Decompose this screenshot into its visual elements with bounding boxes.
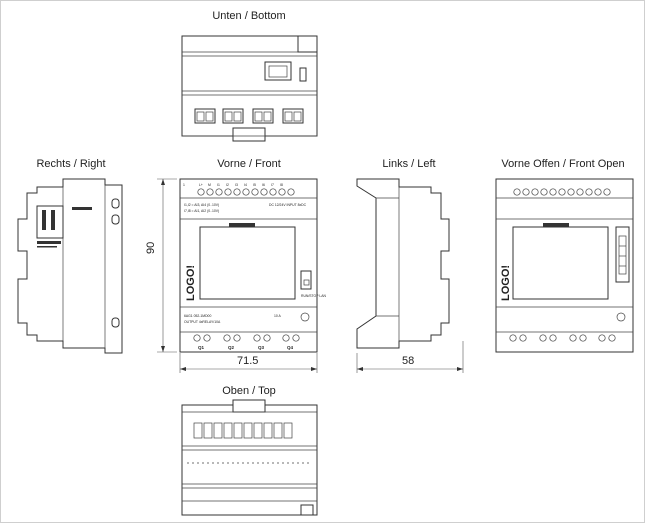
output-label-q4: Q4 — [287, 345, 294, 350]
input-spec-2: I7,I8 = AI1, AI2 (0..10V) — [184, 209, 219, 213]
svg-text:1: 1 — [183, 183, 185, 187]
status-label: RUN/STOP LAN — [301, 294, 326, 298]
supply-label: DC 12/24V INPUT 8xDC — [269, 203, 307, 207]
terminal-label-lplus: L+ — [199, 183, 203, 187]
terminal-label-i8: I8 — [280, 183, 283, 187]
output-label-q2: Q2 — [228, 345, 235, 350]
bottom-terminal-blocks — [194, 108, 304, 124]
right-view — [17, 178, 123, 354]
terminal-label-i2: I2 — [226, 183, 229, 187]
ethernet-port — [264, 61, 292, 81]
top-view-title: Oben / Top — [222, 385, 276, 397]
open-logo-text: LOGO! — [500, 265, 512, 301]
front-output-terminals — [193, 334, 300, 342]
left-view-title: Links / Left — [382, 158, 436, 170]
terminal-label-i1: I1 — [217, 183, 220, 187]
open-display-window — [512, 226, 609, 300]
front-width-dimension-label: 71.5 — [237, 355, 259, 367]
terminal-label-i6: I6 — [262, 183, 265, 187]
terminal-label-i3: I3 — [235, 183, 238, 187]
relay-current-label: 10 A — [274, 314, 282, 318]
output-label-q1: Q1 — [198, 345, 205, 350]
left-view — [356, 178, 450, 349]
height-dimension — [157, 178, 177, 353]
output-label: OUTPUT 4xRELAY/10A — [184, 320, 221, 324]
open-output-terminals — [509, 334, 616, 342]
input-spec-1: I1,I2 = AI3, AI4 (0..10V) — [184, 203, 219, 207]
front-open-view: LOGO! — [495, 178, 634, 353]
top-terminal-row — [193, 422, 293, 439]
terminal-label-i4: I4 — [244, 183, 247, 187]
bottom-view — [181, 35, 318, 142]
front-view: 1 L+ M I1 I2 I3 I4 I5 I6 I7 I8 I1,I2 = A… — [179, 178, 326, 353]
front-width-dimension — [179, 353, 318, 373]
logo-text: LOGO! — [185, 265, 197, 301]
bottom-view-title: Unten / Bottom — [212, 10, 286, 22]
output-label-q3: Q3 — [258, 345, 265, 350]
front-input-terminals — [197, 188, 295, 196]
front-view-title: Vorne / Front — [217, 158, 281, 170]
terminal-label-m: M — [208, 183, 211, 187]
model-label: 6AG1 052-1MD00 — [184, 314, 211, 318]
depth-dimension — [356, 341, 464, 373]
right-view-title: Rechts / Right — [36, 158, 106, 170]
front-output-labels: Q1 Q2 Q3 Q4 — [198, 345, 294, 350]
top-view — [181, 399, 318, 516]
depth-dimension-label: 58 — [402, 355, 415, 367]
front-open-view-title: Vorne Offen / Front Open — [501, 158, 625, 170]
open-input-terminals — [513, 188, 611, 196]
terminal-label-i5: I5 — [253, 183, 256, 187]
front-display-window — [199, 226, 296, 300]
terminal-label-i7: I7 — [271, 183, 274, 187]
front-input-terminal-labels: L+ M I1 I2 I3 I4 I5 I6 I7 I8 — [199, 183, 283, 187]
